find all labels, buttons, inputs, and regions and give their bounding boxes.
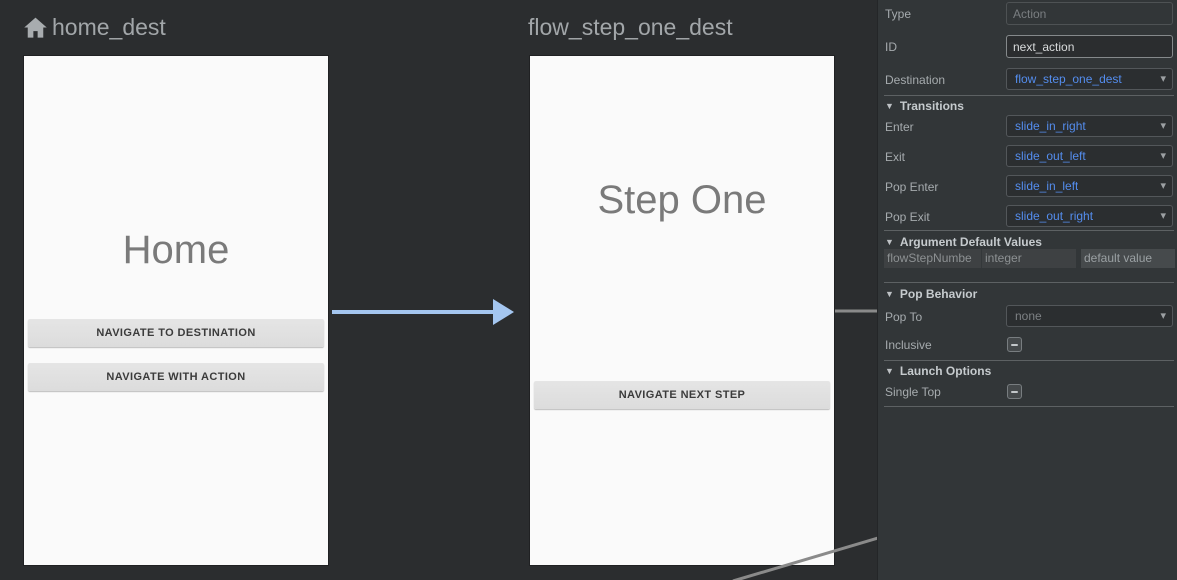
inclusive-label: Inclusive xyxy=(885,338,932,352)
pop-enter-transition-label: Pop Enter xyxy=(885,180,939,194)
destination-title-label: flow_step_one_dest xyxy=(528,13,733,40)
arguments-header-label: Argument Default Values xyxy=(899,235,1042,249)
indeterminate-dash-icon xyxy=(1011,391,1018,393)
type-label: Type xyxy=(885,7,912,21)
collapse-triangle-icon: ▼ xyxy=(885,237,894,247)
single-top-label: Single Top xyxy=(885,385,941,399)
home-destination-preview[interactable]: Home NAVIGATE TO DESTINATION NAVIGATE WI… xyxy=(24,56,328,565)
chevron-down-icon: ▾ xyxy=(1160,149,1166,162)
pop-behavior-header-label: Pop Behavior xyxy=(899,287,978,301)
navigate-to-destination-button[interactable]: NAVIGATE TO DESTINATION xyxy=(28,319,324,347)
pop-to-label: Pop To xyxy=(885,310,923,324)
id-field[interactable] xyxy=(1006,35,1173,58)
pop-to-value: none xyxy=(1015,309,1042,323)
enter-transition-dropdown[interactable]: slide_in_right ▾ xyxy=(1006,115,1173,137)
pop-exit-transition-value: slide_out_right xyxy=(1015,209,1094,223)
section-divider xyxy=(884,282,1174,283)
chevron-down-icon: ▾ xyxy=(1160,119,1166,132)
launch-options-header-label: Launch Options xyxy=(899,364,992,378)
pop-behavior-section-header[interactable]: ▼ Pop Behavior xyxy=(885,287,977,301)
chevron-down-icon: ▾ xyxy=(1160,209,1166,222)
transitions-section-header[interactable]: ▼ Transitions xyxy=(885,99,964,113)
destination-dropdown-value: flow_step_one_dest xyxy=(1015,72,1122,86)
argument-type-cell[interactable]: integer xyxy=(981,249,1076,268)
exit-transition-dropdown[interactable]: slide_out_left ▾ xyxy=(1006,145,1173,167)
home-screen-title: Home xyxy=(122,228,230,272)
indeterminate-dash-icon xyxy=(1011,344,1018,346)
section-divider xyxy=(884,95,1174,96)
argument-default-value-cell[interactable]: default value xyxy=(1081,249,1175,268)
pop-enter-transition-value: slide_in_left xyxy=(1015,179,1079,193)
launch-options-section-header[interactable]: ▼ Launch Options xyxy=(885,364,991,378)
exit-transition-label: Exit xyxy=(885,150,906,164)
destination-dropdown[interactable]: flow_step_one_dest ▾ xyxy=(1006,68,1173,90)
enter-transition-label: Enter xyxy=(885,120,914,134)
pop-exit-transition-label: Pop Exit xyxy=(885,210,930,224)
pop-enter-transition-dropdown[interactable]: slide_in_left ▾ xyxy=(1006,175,1173,197)
enter-transition-value: slide_in_right xyxy=(1015,119,1086,133)
pop-to-dropdown[interactable]: none ▾ xyxy=(1006,305,1173,327)
collapse-triangle-icon: ▼ xyxy=(885,366,894,376)
chevron-down-icon: ▾ xyxy=(1160,72,1166,85)
destination-title-step-one: flow_step_one_dest xyxy=(528,11,733,43)
home-icon xyxy=(22,14,49,41)
id-label: ID xyxy=(885,40,897,54)
exit-transition-value: slide_out_left xyxy=(1015,149,1086,163)
section-divider xyxy=(884,360,1174,361)
destination-title-home: home_dest xyxy=(22,11,166,43)
collapse-triangle-icon: ▼ xyxy=(885,289,894,299)
transitions-header-label: Transitions xyxy=(899,99,964,113)
pop-exit-transition-dropdown[interactable]: slide_out_right ▾ xyxy=(1006,205,1173,227)
inclusive-checkbox[interactable] xyxy=(1007,337,1022,352)
selected-action-arrowhead xyxy=(493,299,514,325)
attributes-panel: Type ID Destination flow_step_one_dest ▾… xyxy=(877,0,1177,580)
argument-name-cell[interactable]: flowStepNumbe xyxy=(884,249,981,268)
destination-label: Destination xyxy=(885,73,946,87)
step-one-screen-title: Step One xyxy=(597,178,767,222)
chevron-down-icon: ▾ xyxy=(1160,309,1166,322)
single-top-checkbox[interactable] xyxy=(1007,384,1022,399)
navigate-with-action-button[interactable]: NAVIGATE WITH ACTION xyxy=(28,363,324,391)
collapse-triangle-icon: ▼ xyxy=(885,101,894,111)
navigate-next-step-button[interactable]: NAVIGATE NEXT STEP xyxy=(534,381,830,409)
section-divider xyxy=(884,406,1174,407)
arguments-section-header[interactable]: ▼ Argument Default Values xyxy=(885,235,1042,249)
chevron-down-icon: ▾ xyxy=(1160,179,1166,192)
section-divider xyxy=(884,230,1174,231)
destination-title-label: home_dest xyxy=(52,13,166,40)
step-one-destination-preview[interactable]: Step One NAVIGATE NEXT STEP xyxy=(530,56,834,565)
type-field[interactable] xyxy=(1006,2,1173,25)
